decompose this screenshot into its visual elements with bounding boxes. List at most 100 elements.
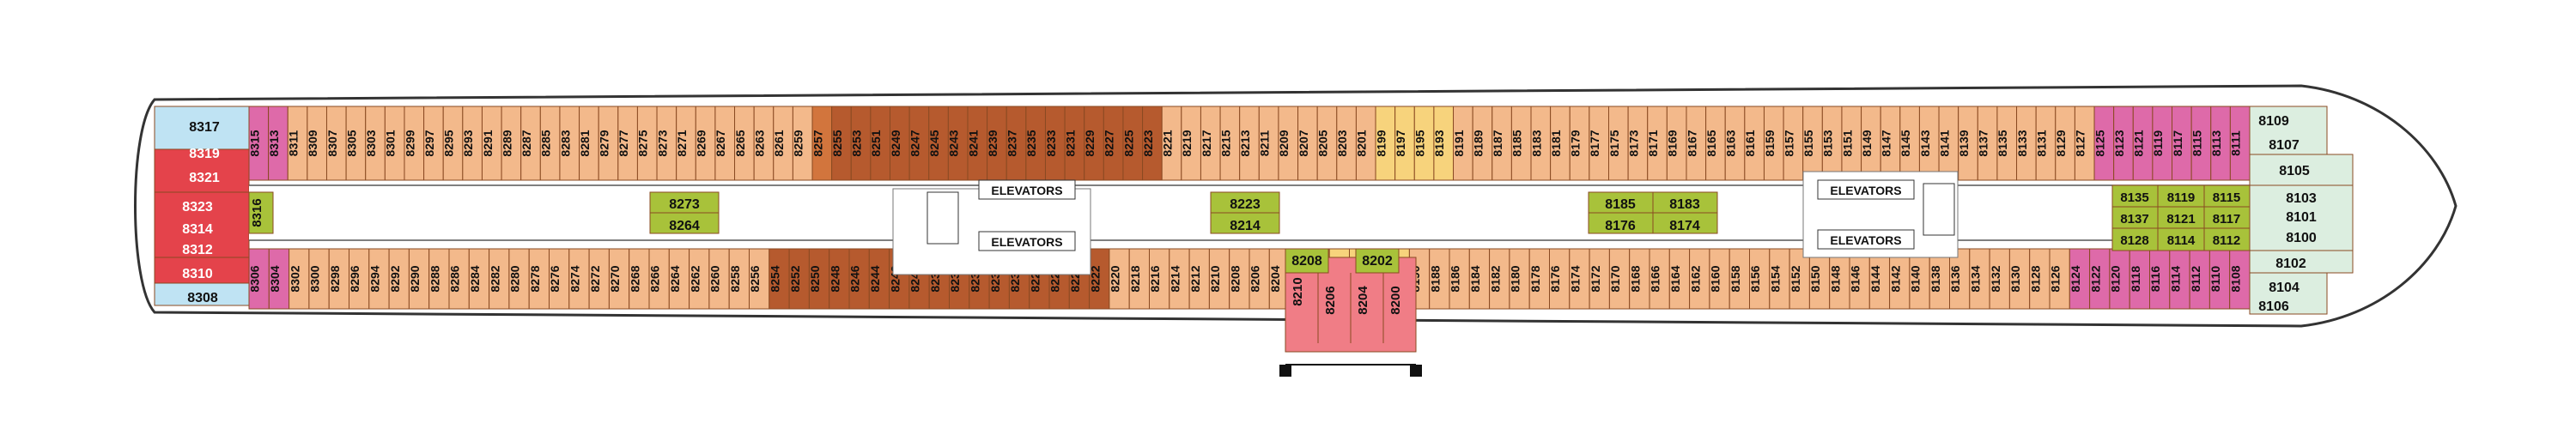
cabin-8117[interactable]: 8117 bbox=[2171, 130, 2184, 157]
cabin-8297[interactable]: 8297 bbox=[422, 130, 436, 156]
cabin-8239[interactable]: 8239 bbox=[986, 130, 999, 156]
cabin-8285[interactable]: 8285 bbox=[539, 130, 553, 156]
cabin-8158[interactable]: 8158 bbox=[1728, 265, 1742, 292]
cabin-8215[interactable]: 8215 bbox=[1218, 130, 1232, 156]
cabin-8161[interactable]: 8161 bbox=[1743, 130, 1757, 156]
cabin-8243[interactable]: 8243 bbox=[947, 130, 961, 156]
cabin-8147[interactable]: 8147 bbox=[1880, 130, 1893, 156]
cabin-8291[interactable]: 8291 bbox=[481, 130, 495, 156]
cabin-8262[interactable]: 8262 bbox=[688, 265, 702, 292]
cabin-8162[interactable]: 8162 bbox=[1688, 265, 1702, 292]
cabin-8155[interactable]: 8155 bbox=[1801, 130, 1815, 156]
cabin-8280[interactable]: 8280 bbox=[508, 265, 522, 292]
cabin-8156[interactable]: 8156 bbox=[1748, 265, 1762, 292]
cabin-8105[interactable]: 8105 bbox=[2279, 164, 2310, 178]
cabin-8263[interactable]: 8263 bbox=[752, 130, 766, 156]
cabin-8264[interactable]: 8264 bbox=[668, 265, 682, 292]
cabin-8160[interactable]: 8160 bbox=[1709, 265, 1722, 292]
cabin-8294[interactable]: 8294 bbox=[368, 265, 381, 292]
cabin-8121[interactable]: 8121 bbox=[2132, 130, 2146, 156]
cabin-8202[interactable]: 8202 bbox=[1362, 254, 1393, 269]
cabin-8113[interactable]: 8113 bbox=[2209, 130, 2223, 157]
cabin-8191[interactable]: 8191 bbox=[1452, 130, 1466, 156]
cabin-8257[interactable]: 8257 bbox=[811, 130, 824, 156]
cabin-8163[interactable]: 8163 bbox=[1724, 130, 1738, 156]
cabin-8137[interactable]: 8137 bbox=[2120, 212, 2148, 227]
cabin-8206[interactable]: 8206 bbox=[1323, 286, 1338, 314]
cabin-8311[interactable]: 8311 bbox=[287, 130, 301, 157]
cabin-8248[interactable]: 8248 bbox=[828, 265, 841, 292]
cabin-8301[interactable]: 8301 bbox=[384, 130, 398, 156]
cabin-8114[interactable]: 8114 bbox=[2168, 266, 2182, 293]
cabin-8137[interactable]: 8137 bbox=[1977, 130, 1990, 156]
cabin-8227[interactable]: 8227 bbox=[1103, 130, 1116, 156]
cabin-8128[interactable]: 8128 bbox=[2028, 265, 2042, 292]
cabin-8219[interactable]: 8219 bbox=[1180, 130, 1194, 156]
cabin-8135[interactable]: 8135 bbox=[2120, 190, 2148, 205]
cabin-8289[interactable]: 8289 bbox=[500, 130, 513, 156]
cabin-8212[interactable]: 8212 bbox=[1188, 265, 1202, 292]
cabin-8319[interactable]: 8319 bbox=[189, 147, 220, 161]
cabin-8100[interactable]: 8100 bbox=[2286, 231, 2317, 245]
cabin-8108[interactable]: 8108 bbox=[2228, 265, 2242, 292]
cabin-8159[interactable]: 8159 bbox=[1763, 130, 1777, 156]
cabin-8102[interactable]: 8102 bbox=[2275, 257, 2306, 271]
cabin-8241[interactable]: 8241 bbox=[966, 130, 980, 156]
cabin-8107[interactable]: 8107 bbox=[2269, 138, 2300, 153]
cabin-8104[interactable]: 8104 bbox=[2269, 281, 2300, 295]
cabin-8200[interactable]: 8200 bbox=[1388, 286, 1403, 314]
cabin-8168[interactable]: 8168 bbox=[1628, 265, 1642, 292]
cabin-8176[interactable]: 8176 bbox=[1605, 219, 1636, 233]
cabin-8109[interactable]: 8109 bbox=[2258, 114, 2289, 129]
cabin-8140[interactable]: 8140 bbox=[1909, 265, 1923, 292]
cabin-8178[interactable]: 8178 bbox=[1528, 265, 1542, 292]
cabin-8143[interactable]: 8143 bbox=[1918, 130, 1932, 156]
cabin-8237[interactable]: 8237 bbox=[1005, 130, 1019, 156]
cabin-8117[interactable]: 8117 bbox=[2213, 212, 2241, 227]
cabin-8125[interactable]: 8125 bbox=[2093, 130, 2106, 156]
cabin-8179[interactable]: 8179 bbox=[1569, 130, 1583, 156]
cabin-8281[interactable]: 8281 bbox=[578, 130, 592, 156]
cabin-8132[interactable]: 8132 bbox=[1989, 265, 2002, 292]
cabin-8314[interactable]: 8314 bbox=[182, 222, 213, 237]
cabin-8214[interactable]: 8214 bbox=[1168, 265, 1182, 292]
cabin-8207[interactable]: 8207 bbox=[1297, 130, 1310, 156]
cabin-8288[interactable]: 8288 bbox=[428, 265, 441, 292]
cabin-8299[interactable]: 8299 bbox=[403, 130, 416, 156]
cabin-8278[interactable]: 8278 bbox=[528, 265, 542, 292]
cabin-8186[interactable]: 8186 bbox=[1449, 265, 1462, 292]
cabin-8250[interactable]: 8250 bbox=[808, 265, 822, 292]
cabin-8265[interactable]: 8265 bbox=[733, 130, 747, 156]
cabin-8307[interactable]: 8307 bbox=[325, 130, 339, 156]
cabin-8180[interactable]: 8180 bbox=[1509, 265, 1522, 292]
cabin-8183[interactable]: 8183 bbox=[1669, 197, 1700, 212]
cabin-8122[interactable]: 8122 bbox=[2088, 265, 2102, 292]
cabin-8118[interactable]: 8118 bbox=[2129, 266, 2142, 293]
cabin-8185[interactable]: 8185 bbox=[1510, 130, 1524, 156]
cabin-8223[interactable]: 8223 bbox=[1230, 197, 1261, 212]
cabin-8193[interactable]: 8193 bbox=[1432, 130, 1446, 156]
cabin-8308[interactable]: 8308 bbox=[187, 291, 218, 305]
cabin-8130[interactable]: 8130 bbox=[2008, 265, 2022, 292]
cabin-8276[interactable]: 8276 bbox=[548, 265, 562, 292]
cabin-8134[interactable]: 8134 bbox=[1968, 265, 1982, 292]
cabin-8273[interactable]: 8273 bbox=[669, 197, 700, 212]
cabin-8133[interactable]: 8133 bbox=[2015, 130, 2029, 156]
cabin-8169[interactable]: 8169 bbox=[1666, 130, 1680, 156]
cabin-8197[interactable]: 8197 bbox=[1394, 130, 1407, 156]
cabin-8317[interactable]: 8317 bbox=[189, 120, 220, 135]
cabin-8209[interactable]: 8209 bbox=[1277, 130, 1291, 156]
cabin-8211[interactable]: 8211 bbox=[1258, 130, 1272, 157]
cabin-8279[interactable]: 8279 bbox=[598, 130, 611, 156]
cabin-8174[interactable]: 8174 bbox=[1669, 219, 1700, 233]
cabin-8270[interactable]: 8270 bbox=[608, 265, 622, 292]
cabin-8321[interactable]: 8321 bbox=[189, 171, 220, 185]
cabin-8309[interactable]: 8309 bbox=[306, 130, 319, 156]
cabin-8300[interactable]: 8300 bbox=[308, 265, 322, 292]
cabin-8204[interactable]: 8204 bbox=[1268, 265, 1282, 292]
cabin-8235[interactable]: 8235 bbox=[1024, 130, 1038, 156]
cabin-8253[interactable]: 8253 bbox=[850, 130, 864, 156]
cabin-8267[interactable]: 8267 bbox=[714, 130, 727, 156]
cabin-8138[interactable]: 8138 bbox=[1929, 265, 1942, 292]
cabin-8260[interactable]: 8260 bbox=[708, 265, 722, 292]
